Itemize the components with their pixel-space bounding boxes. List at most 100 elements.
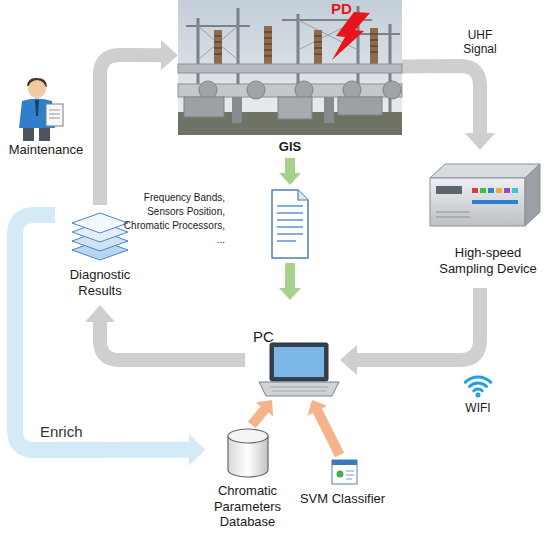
wifi-icon (476, 393, 481, 398)
gis-photo (343, 81, 361, 99)
edge-label: UHF Signal (455, 28, 505, 57)
flow-arrow (402, 66, 495, 150)
arrow-shaft (100, 321, 245, 360)
arrow-shaft (285, 263, 295, 289)
flow-arrow (340, 288, 480, 375)
sampling-device-icon (512, 188, 518, 193)
arrow-shaft (100, 55, 162, 205)
node-text: Maintenance (5, 142, 87, 158)
arrow-head (308, 400, 328, 416)
gis-photo (247, 81, 265, 99)
arrow-head (256, 400, 273, 416)
discharge-bolt (332, 12, 370, 60)
flow-arrow (100, 40, 178, 205)
laptop-icon (270, 343, 328, 381)
flow-arrow (279, 158, 301, 185)
wifi-icon (474, 389, 482, 391)
gis-photo (295, 81, 313, 99)
gis-photo (278, 97, 312, 119)
person-icon (35, 100, 39, 116)
sampling-device-icon (436, 212, 470, 217)
sampling-device-icon (436, 186, 462, 194)
gis-photo (178, 0, 402, 135)
wifi-icon (465, 377, 490, 397)
classifier-icon (346, 471, 354, 479)
person-icon (46, 104, 63, 126)
gis-photo (232, 97, 242, 123)
node-text: Frequency Bands, Sensors Position, Chrom… (113, 191, 225, 247)
edge-label: Enrich (40, 423, 110, 441)
result-node: Diagnostic Results (55, 205, 145, 305)
discharge-bolt (332, 12, 370, 60)
report-stack-icon (72, 213, 128, 260)
gis-photo (199, 81, 217, 99)
laptop-icon (259, 382, 339, 396)
classifier-node: SVM Classifier (295, 455, 390, 505)
annotation-label: PD (331, 0, 361, 18)
person-icon (28, 80, 46, 98)
laptop-icon (259, 343, 339, 396)
classifier-icon (337, 471, 344, 478)
wifi-icon (470, 383, 487, 387)
document-icon (277, 206, 303, 241)
actor-node: Maintenance (5, 72, 87, 162)
arrow-shaft (356, 288, 480, 360)
classifier-icon (332, 460, 357, 465)
flow-arrow (279, 263, 301, 300)
classifier-icon (332, 460, 357, 484)
classifier-icon (332, 460, 357, 484)
document-icon (272, 190, 308, 258)
database-icon (228, 429, 268, 443)
arrow-head (189, 434, 205, 466)
node-text: PC (253, 328, 293, 346)
gis-photo (184, 97, 224, 117)
arrow-head (279, 288, 301, 300)
arrow-head (161, 40, 178, 70)
computer-node: PC (245, 300, 340, 400)
flow-arrow (85, 305, 245, 360)
document-icon (298, 190, 308, 200)
equipment-node: GIS (178, 0, 402, 158)
person-icon (19, 78, 63, 141)
laptop-icon (270, 387, 328, 391)
node-text: SVM Classifier (295, 491, 390, 507)
arrow-shaft (317, 410, 340, 455)
flow-arrow (308, 400, 340, 455)
arrow-head (465, 133, 495, 150)
node-text: GIS (178, 139, 402, 155)
arrow-shaft (402, 66, 480, 134)
person-icon (23, 128, 34, 141)
person-icon (39, 128, 50, 141)
gis-photo (324, 97, 334, 123)
database-node: Chromatic Parameters Database (205, 425, 290, 543)
arrow-shaft (252, 409, 265, 425)
gis-photo (314, 30, 322, 64)
device-node: High-speed Sampling Device (425, 150, 550, 288)
node-text: Chromatic Parameters Database (205, 483, 290, 530)
laptop-icon (274, 347, 324, 377)
sampling-device-icon (472, 188, 478, 193)
sampling-device-icon (430, 164, 540, 178)
flow-arrow (252, 400, 273, 425)
document-icon (272, 190, 308, 258)
arrow-head (279, 173, 301, 185)
sampling-device-icon (504, 188, 510, 193)
sampling-device-icon (480, 188, 486, 193)
gis-photo (178, 0, 402, 135)
sampling-device-icon (488, 188, 494, 193)
sampling-device-icon (525, 164, 540, 226)
node-text: High-speed Sampling Device (433, 245, 543, 276)
arrow-shaft (285, 158, 295, 174)
flow-arrow (15, 215, 205, 466)
document-node: Frequency Bands, Sensors Position, Chrom… (100, 185, 315, 263)
sampling-device-icon (472, 200, 518, 204)
person-icon (49, 110, 60, 118)
arrow-shaft (15, 215, 190, 450)
node-text: Diagnostic Results (60, 267, 140, 298)
gis-photo (214, 30, 222, 64)
arrow-head (85, 305, 115, 322)
arrow-head (340, 345, 357, 375)
annotation-label: WIFI (453, 401, 503, 415)
wifi-icon (465, 377, 490, 382)
